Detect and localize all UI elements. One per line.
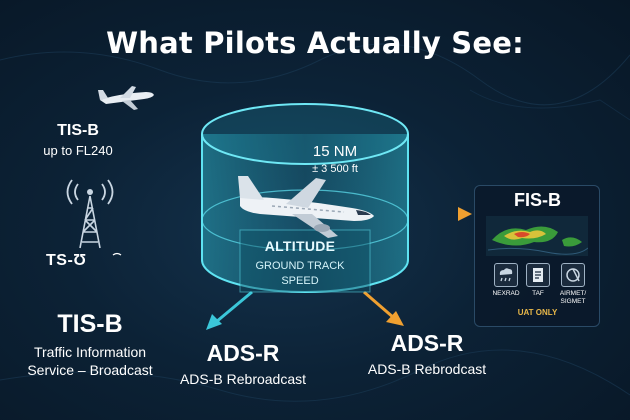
cloud-rain-icon [494,263,518,287]
adsr-left-label: ADS-R ADS-B Rebroadcast [168,340,318,387]
fisb-item-label: AIRMET/ SIGMET [559,290,587,305]
adsr-right-label: ADS-R ADS-B Rebrodcast [352,330,502,377]
range-distance: 15 NM [312,143,358,160]
fisb-arrow-icon [458,207,472,221]
tisb-bottom-title: TIS-B [57,310,123,338]
adsr-right-arrow-icon [386,311,404,326]
document-icon [526,263,550,287]
adsr-left-title: ADS-R [206,340,280,366]
airliner-icon [238,176,374,238]
fisb-item-airmet: AIRMET/ SIGMET [553,263,593,306]
tisb-definition: TIS-B Traffic Information Service – Broa… [10,310,170,379]
tisb-line1: Traffic Information [33,344,147,360]
tower-label: TS-Ʊ [46,252,87,269]
range-altitude: ± 3 500 ft [312,163,358,175]
tisb-top-subtitle: up to FL240 [43,143,113,158]
cylinder-heading: ALTITUDE [264,238,336,254]
tower-label-mark [112,252,122,256]
tisb-line2: Service – Broadcast [27,362,153,378]
fisb-panel [474,185,600,327]
adsr-left-beam [215,290,253,324]
page-title: What Pilots Actually See: [106,26,524,60]
fisb-item-label: TAF [532,290,544,297]
airplane-small-icon [98,86,154,110]
adsr-right-beam [363,290,395,320]
warning-icon [561,263,585,287]
adsr-right-subtitle: ADS-B Rebrodcast [367,361,487,377]
tisb-top-title: TIS-B [57,122,99,139]
fisb-item-nexrad: NEXRAD [486,263,526,298]
coverage-range: 15 NM ± 3 500 ft [290,143,380,175]
fisb-title: FIS-B [514,190,561,210]
fisb-item-label: NEXRAD [492,290,520,297]
fisb-footer: UAT ONLY [517,308,558,317]
fisb-item-taf: TAF [518,263,558,298]
weather-radar-map [486,216,588,256]
tisb-top-label: TIS-B up to FL240 [18,122,138,158]
adsr-right-title: ADS-R [390,330,464,356]
adsr-left-subtitle: ADS-B Rebroadcast [179,371,307,387]
cylinder-line1: GROUND TRACK [255,260,345,272]
cylinder-line2: SPEED [281,275,319,287]
cylinder-info: ALTITUDE GROUND TRACK SPEED [225,238,375,289]
adsr-left-arrow-icon [206,314,222,330]
radio-tower-icon [66,179,114,249]
